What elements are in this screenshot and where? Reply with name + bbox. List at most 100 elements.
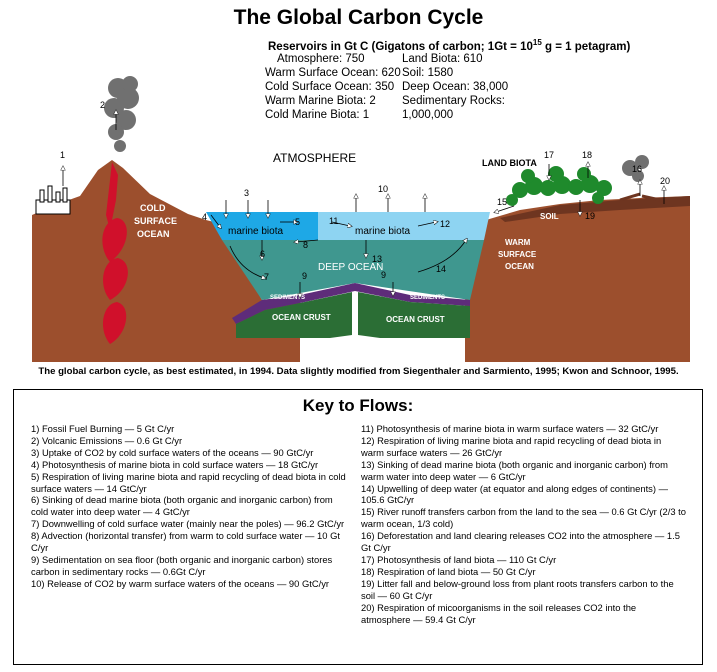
flow-item: 15) River runoff transfers carbon from t… [361,506,686,530]
flow-item: 11) Photosynthesis of marine biota in wa… [361,423,659,434]
arrow-15 [496,205,515,212]
flow-number-9a: 9 [302,271,307,281]
flow-number-7: 7 [264,272,269,282]
flow-number-9b: 9 [381,270,386,280]
soil-label: SOIL [540,212,559,221]
deforestation-smoke [622,155,649,182]
flow-item: 6) Sinking of dead marine biota (both or… [31,494,333,518]
flow-item: 8) Advection (horizontal transfer) from … [31,530,340,554]
figure-caption: The global carbon cycle, as best estimat… [38,366,679,377]
arrow-14 [417,240,466,273]
deep-ocean [222,240,484,300]
flow-number-14: 14 [436,264,446,274]
reservoir-cold-surface-ocean: Cold Surface Ocean: 350 [265,81,395,93]
flow-number-13: 13 [372,254,382,264]
reservoir-deep-ocean: Deep Ocean: 38,000 [402,81,509,93]
flow-item: 20) Respiration of micoorganisms in the … [361,601,637,625]
sediments-label-right: SEDIMENTS [410,295,445,301]
flow-key-box: Key to Flows: 1) Fossil Fuel Burning — 5… [13,389,703,665]
flow-number-15: 15 [497,197,507,207]
land-right [465,196,690,362]
sediment-layer [232,283,470,324]
land-biota-label: LAND BIOTA [482,158,537,168]
volcano-smoke [104,76,139,152]
reservoir-warm-surface-ocean: Warm Surface Ocean: 620 [265,67,401,79]
lava-blob-2 [103,258,128,300]
marine-biota-left-label: marine biota [228,226,283,237]
soil-layer [500,196,690,222]
flow-key-left-column: 1) Fossil Fuel Burning — 5 Gt C/yr 2) Vo… [31,423,346,590]
land-left [32,160,300,362]
flow-item: 7) Downwelling of cold surface water (ma… [31,518,345,530]
reservoirs-heading: Reservoirs in Gt C (Gigatons of carbon; … [268,38,630,53]
reservoir-warm-marine-biota: Warm Marine Biota: 2 [265,95,376,107]
arrow-8 [296,240,319,242]
flow-item: 13) Sinking of dead marine biota (both o… [361,458,668,482]
flow-item: 16) Deforestation and land clearing rele… [361,530,680,554]
flow-number-3: 3 [244,188,249,198]
flow-numbers: 1 2 3 4 5 6 7 8 9 9 10 11 12 13 14 15 16… [60,100,670,282]
warm-ocean-label-2: SURFACE [498,250,537,259]
flow-number-17: 17 [544,150,554,160]
ocean-crust-label-left: OCEAN CRUST [272,313,331,322]
flow-item: 2) Volcanic Emissions — 0.6 Gt C/yr [31,434,183,446]
flow-arrows [63,112,664,296]
carbon-cycle-diagram: ATMOSPHERE LAND BIOTA SOIL COLD SURFACE … [32,76,690,362]
ocean-crust-right [358,292,470,338]
flow-item: 17) Photosynthesis of land biota — 110 G… [361,553,557,565]
lava-blob-1 [102,218,127,262]
flow-item: 19) Litter fall and below-ground loss fr… [361,577,674,601]
flow-item: 12) Respiration of living marine biota a… [361,434,662,458]
flow-number-8: 8 [303,240,308,250]
land-trees [506,166,612,206]
reservoirs-heading-exp: 15 [532,38,542,47]
flow-item: 14) Upwelling of deep water (at equator … [361,482,668,506]
warm-ocean-label-3: OCEAN [505,262,534,271]
warm-surface-ocean [318,212,490,240]
flow-key-title: Key to Flows: [302,396,414,415]
ocean-crust-label-right: OCEAN CRUST [386,315,445,324]
lava-blob-3 [102,302,127,344]
flow-number-19: 19 [585,211,595,221]
flow-number-20: 20 [660,176,670,186]
reservoir-cold-marine-biota: Cold Marine Biota: 1 [265,109,370,121]
flow-number-6: 6 [260,249,265,259]
reservoir-sedimentary-rocks-value: 1,000,000 [402,109,454,121]
flow-key-right-column: 11) Photosynthesis of marine biota in wa… [361,423,686,625]
deep-ocean-label: DEEP OCEAN [318,262,383,273]
reservoir-land-biota: Land Biota: 610 [402,53,483,65]
factory [35,185,71,215]
volcano-vent [106,162,118,230]
atmosphere-label: ATMOSPHERE [273,151,356,165]
reservoir-atmosphere: Atmosphere: 750 [277,53,365,65]
flow-number-2: 2 [100,100,105,110]
warm-ocean-label-1: WARM [505,238,531,247]
cold-ocean-label-2: SURFACE [134,216,177,226]
flow-number-1: 1 [60,150,65,160]
flow-item: 3) Uptake of CO2 by cold surface waters … [31,446,314,458]
flow-number-10: 10 [378,184,388,194]
flow-item: 9) Sedimentation on sea floor (both orga… [31,553,333,577]
marine-biota-right-label: marine biota [355,226,410,237]
arrow-11 [331,221,350,226]
flow-item: 18) Respiration of land biota — 50 Gt C/… [361,565,536,577]
flow-item: 1) Fossil Fuel Burning — 5 Gt C/yr [31,423,175,434]
sediments-label-left: SEDIMENTS [270,295,305,301]
cold-ocean-label-3: OCEAN [137,229,170,239]
flow-item: 5) Respiration of living marine biota an… [31,470,346,494]
felled-logs [619,192,661,202]
flow-item: 4) Photosynthesis of marine biota in col… [31,458,319,470]
reservoir-soil: Soil: 1580 [402,67,454,79]
flow-number-5: 5 [295,217,300,227]
flow-number-4: 4 [202,212,207,222]
reservoirs-heading-post: g = 1 petagram) [541,40,631,53]
arrow-7 [229,245,264,278]
flow-number-12: 12 [440,219,450,229]
reservoirs-heading-pre: Reservoirs in Gt C (Gigatons of carbon; … [268,40,533,53]
flow-number-16: 16 [632,164,642,174]
ocean-crust-left [236,292,352,338]
cold-ocean-label-1: COLD [140,203,166,213]
arrow-4 [210,214,220,227]
flow-item: 10) Release of CO2 by warm surface water… [31,577,330,589]
cold-surface-ocean [206,212,318,240]
